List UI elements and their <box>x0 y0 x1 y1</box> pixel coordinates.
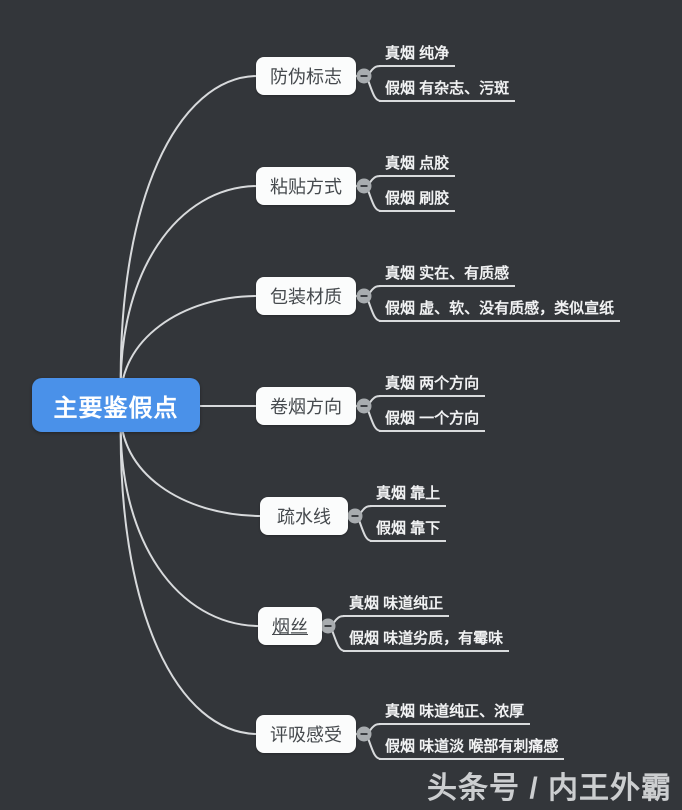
leaf-node-genuine-1[interactable]: 真烟 点胶 <box>379 153 456 177</box>
leaf-node-genuine-4[interactable]: 真烟 靠上 <box>370 483 447 507</box>
edge-root-branch-5 <box>119 411 261 627</box>
leaf-node-genuine-0[interactable]: 真烟 纯净 <box>379 43 456 67</box>
edge-leaf-3-genuine <box>368 395 382 405</box>
collapse-button-4[interactable] <box>347 508 363 524</box>
edge-root-branch-6 <box>119 411 259 735</box>
leaf-node-genuine-6[interactable]: 真烟 味道纯正、浓厚 <box>379 701 531 725</box>
leaf-node-genuine-5[interactable]: 真烟 味道纯正 <box>343 593 450 617</box>
branch-node-water-line[interactable]: 疏水线 <box>260 497 348 535</box>
branch-node-glue-method[interactable]: 粘贴方式 <box>256 167 356 205</box>
edge-leaf-4-genuine <box>359 505 373 515</box>
leaf-node-genuine-3[interactable]: 真烟 两个方向 <box>379 373 486 397</box>
branch-node-tobacco-shreds[interactable]: 烟丝 <box>258 607 322 645</box>
edge-leaf-1-genuine <box>368 175 382 185</box>
branch-node-label: 疏水线 <box>277 507 331 527</box>
leaf-label: 真烟 实在、有质感 <box>385 265 510 282</box>
collapse-button-6[interactable] <box>356 726 372 742</box>
root-node[interactable]: 主要鉴假点 <box>32 378 200 432</box>
watermark-text: 头条号 / 内王外霸 <box>426 772 672 805</box>
branch-node-label: 卷烟方向 <box>270 397 342 417</box>
leaf-label: 假烟 虚、软、没有质感，类似宣纸 <box>385 300 615 317</box>
leaf-label: 假烟 一个方向 <box>385 410 480 427</box>
leaf-label: 假烟 靠下 <box>376 520 441 537</box>
branch-node-label: 包装材质 <box>270 287 342 307</box>
leaf-label: 真烟 两个方向 <box>385 375 480 392</box>
leaf-node-fake-3[interactable]: 假烟 一个方向 <box>379 408 486 432</box>
leaf-node-fake-2[interactable]: 假烟 虚、软、没有质感，类似宣纸 <box>379 298 621 322</box>
edge-root-branch-1 <box>119 185 259 401</box>
leaf-node-fake-4[interactable]: 假烟 靠下 <box>370 518 447 542</box>
leaf-node-genuine-2[interactable]: 真烟 实在、有质感 <box>379 263 516 287</box>
edge-leaf-0-genuine <box>368 65 382 75</box>
leaf-node-fake-5[interactable]: 假烟 味道劣质，有霉味 <box>343 628 510 652</box>
branch-node-label: 粘贴方式 <box>270 177 342 197</box>
branch-node-packaging-material[interactable]: 包装材质 <box>256 277 356 315</box>
collapse-button-3[interactable] <box>356 398 372 414</box>
leaf-label: 假烟 味道劣质，有霉味 <box>349 630 504 647</box>
root-node-label: 主要鉴假点 <box>53 394 179 422</box>
leaf-label: 真烟 味道纯正 <box>349 595 444 612</box>
edge-leaf-6-genuine <box>368 723 382 733</box>
collapse-button-0[interactable] <box>356 68 372 84</box>
collapse-button-5[interactable] <box>320 618 336 634</box>
edge-leaf-2-genuine <box>368 285 382 295</box>
leaf-label: 真烟 味道纯正、浓厚 <box>385 703 525 720</box>
watermark: 头条号 / 内王外霸 <box>427 763 672 807</box>
leaf-label: 真烟 点胶 <box>385 155 450 172</box>
edge-root-branch-0 <box>119 75 259 401</box>
edge-leaf-5-genuine <box>332 615 346 625</box>
branch-node-label: 评吸感受 <box>270 725 342 745</box>
branch-node-label: 防伪标志 <box>270 67 342 87</box>
leaf-label: 真烟 靠上 <box>376 485 441 502</box>
leaf-node-fake-6[interactable]: 假烟 味道淡 喉部有刺痛感 <box>379 736 565 760</box>
branch-node-rolling-direction[interactable]: 卷烟方向 <box>256 387 356 425</box>
leaf-node-fake-0[interactable]: 假烟 有杂志、污斑 <box>379 78 516 102</box>
leaf-label: 假烟 刷胶 <box>385 190 450 207</box>
branch-node-anti-counterfeit-mark[interactable]: 防伪标志 <box>256 57 356 95</box>
leaf-node-fake-1[interactable]: 假烟 刷胶 <box>379 188 456 212</box>
leaf-label: 真烟 纯净 <box>385 45 450 62</box>
branch-node-label: 烟丝 <box>272 617 308 637</box>
branch-node-smoking-experience[interactable]: 评吸感受 <box>256 715 356 753</box>
collapse-button-1[interactable] <box>356 178 372 194</box>
leaf-label: 假烟 有杂志、污斑 <box>385 80 510 97</box>
collapse-button-2[interactable] <box>356 288 372 304</box>
leaf-label: 假烟 味道淡 喉部有刺痛感 <box>385 738 559 755</box>
